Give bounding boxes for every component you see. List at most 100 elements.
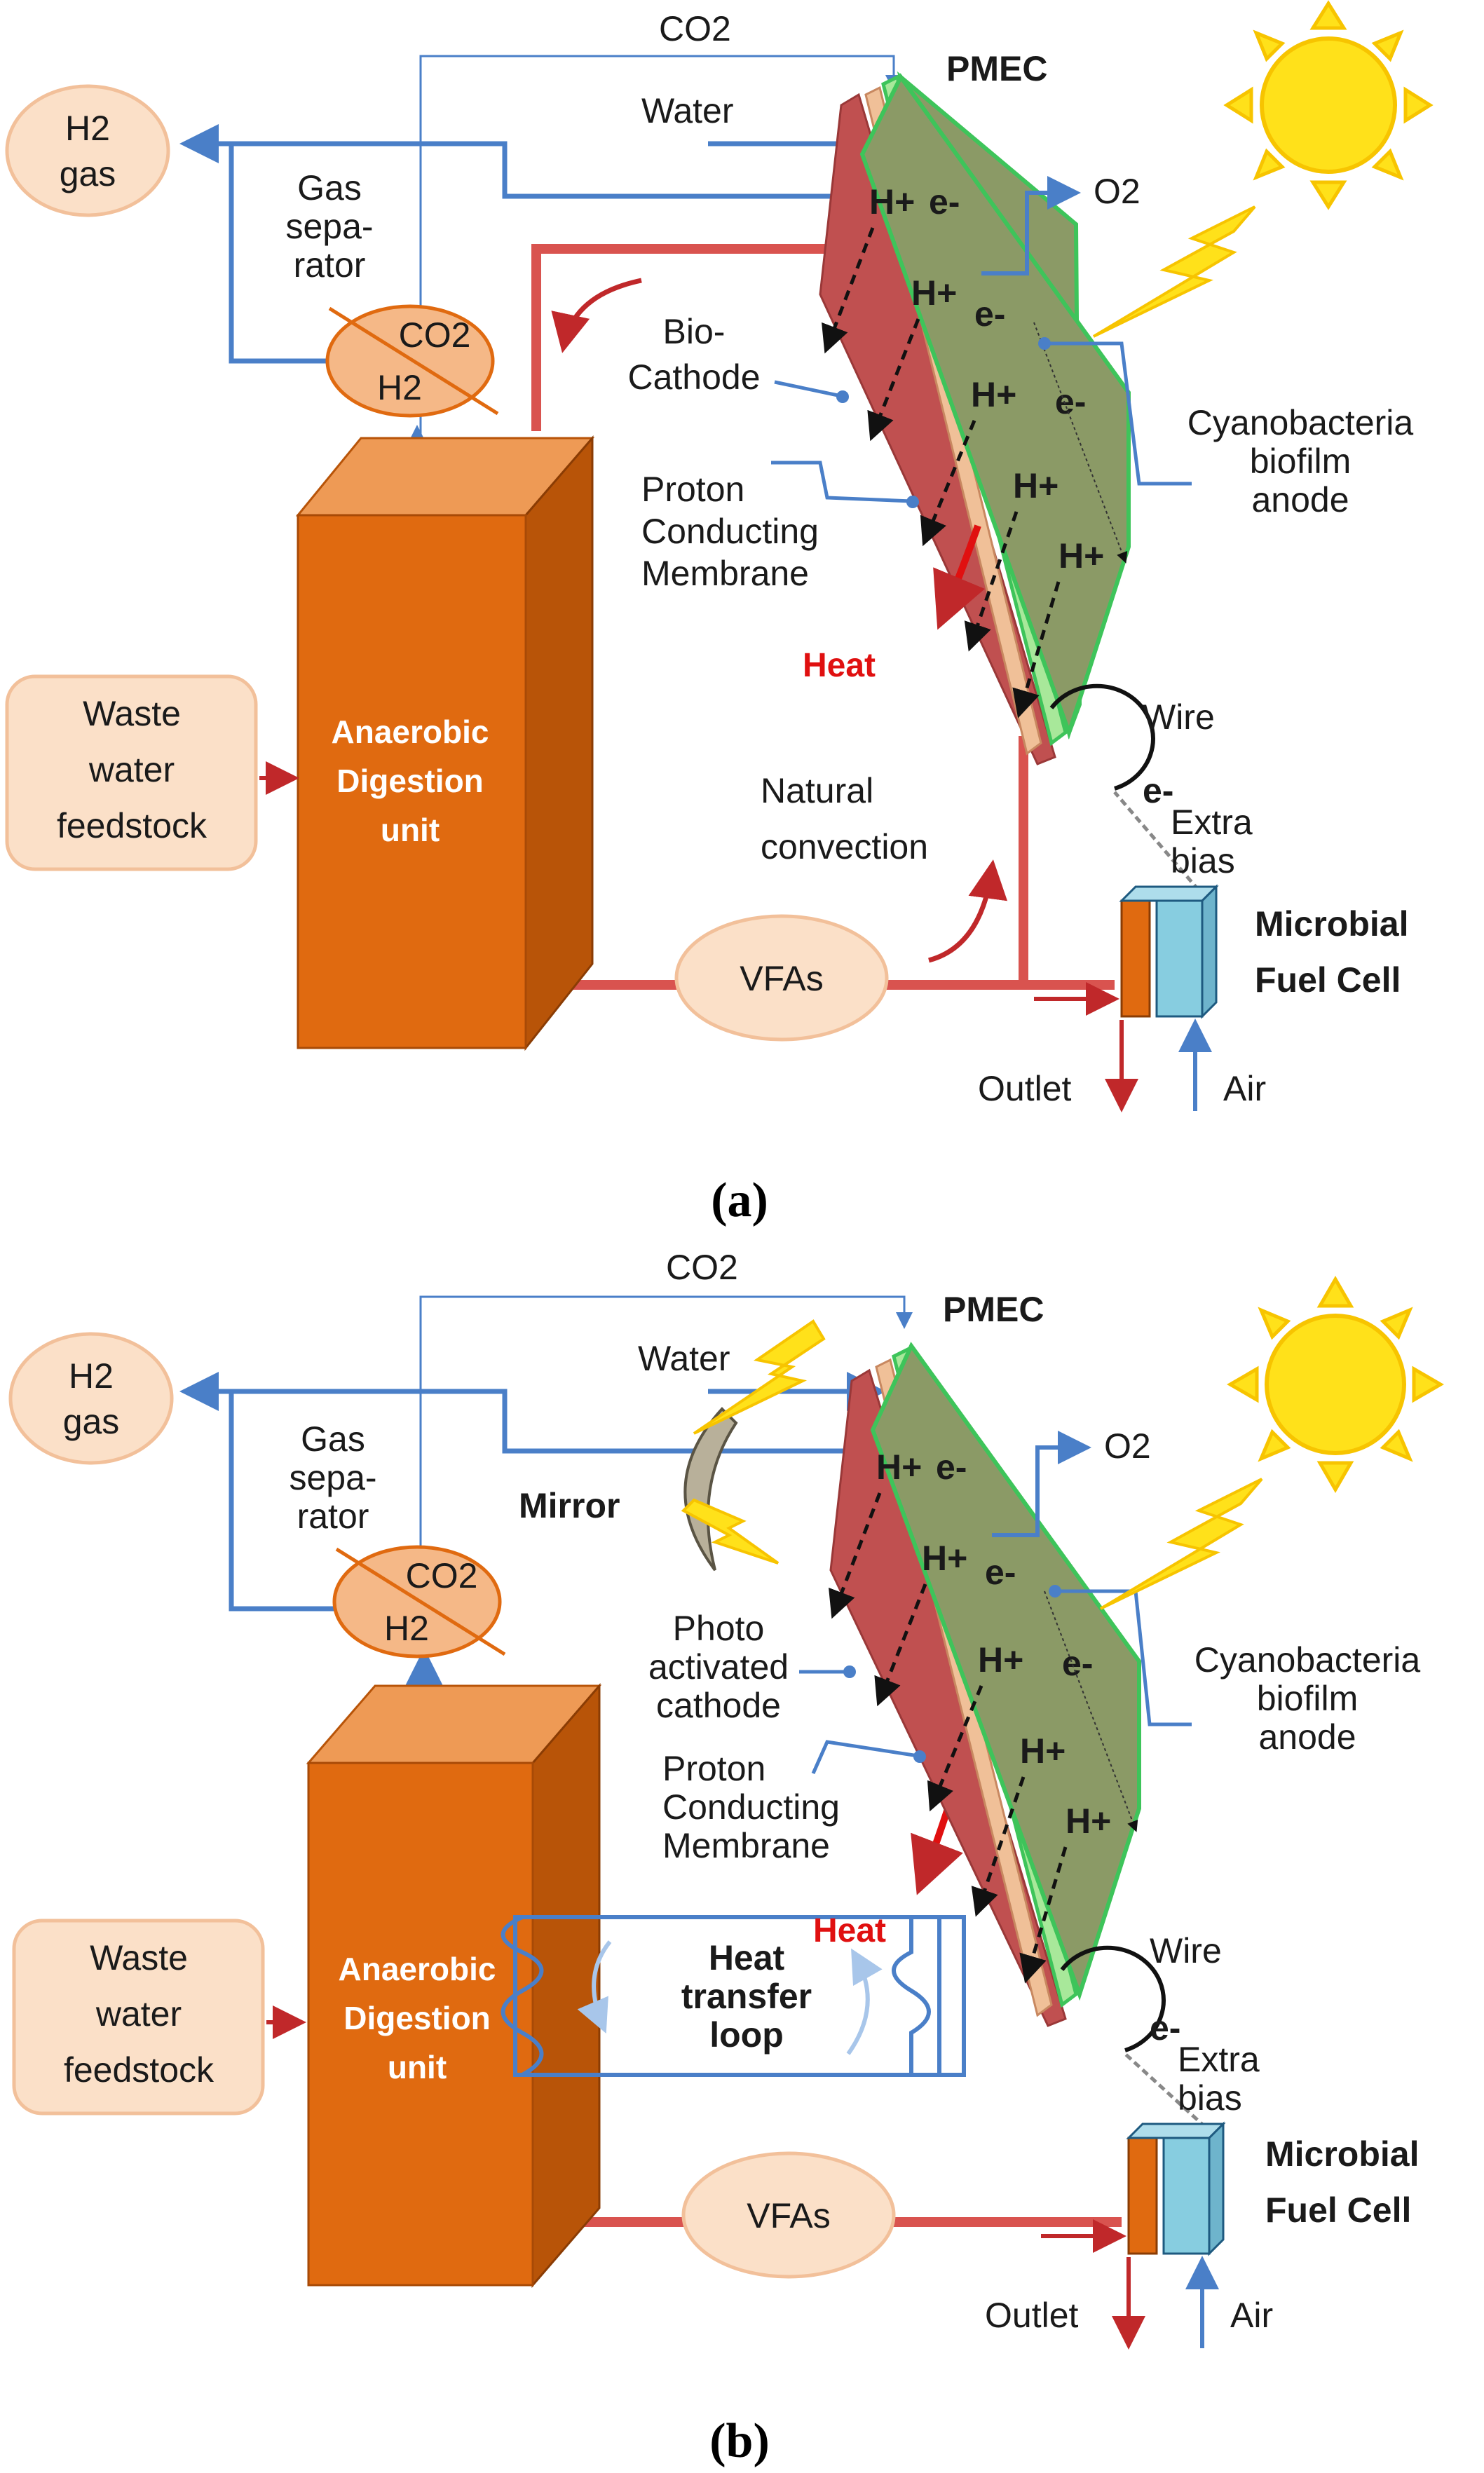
separator-slash	[335, 1547, 506, 1656]
bias-line	[1124, 2052, 1207, 2129]
cathode-pointer-dot	[843, 1665, 856, 1678]
sun-icon	[1223, 0, 1434, 210]
loop-coil-left	[501, 1915, 544, 2077]
heat-arrow	[933, 524, 985, 630]
waste-label-2: water	[95, 1994, 182, 2033]
cyano-label-2: biofilm	[1257, 1679, 1358, 1718]
water-label: Water	[641, 91, 734, 130]
ad-label-2: Digestion	[336, 763, 484, 799]
loop-label-3: loop	[709, 2015, 784, 2055]
gas-separator-label-2: sepa-	[289, 1458, 376, 1497]
air-label: Air	[1230, 2296, 1273, 2335]
mirror-icon	[683, 1407, 738, 1572]
vfas-node	[674, 914, 889, 1042]
o2-arrow	[992, 1431, 1091, 1537]
separator-h2: H2	[384, 1609, 429, 1648]
cyano-pointer-dot	[1049, 1585, 1061, 1597]
mfc-anode	[1127, 2137, 1158, 2255]
water-label: Water	[638, 1339, 730, 1378]
proton-label-3: Membrane	[641, 554, 809, 593]
mfc-side	[1208, 2121, 1225, 2256]
hplus-1: H+	[876, 1447, 922, 1487]
separator-line	[229, 144, 343, 364]
heat-label: Heat	[813, 1912, 886, 1949]
pmec-label: PMEC	[943, 1290, 1044, 1329]
mfc-label-2: Fuel Cell	[1265, 2191, 1411, 2230]
extra-label-1: Extra	[1178, 2040, 1260, 2079]
mirror-lightning-2	[681, 1498, 780, 1565]
proton-arrows	[829, 1492, 1068, 1984]
wire-electron: e-	[1150, 2008, 1180, 2048]
loop-flow-arrow-right	[846, 1948, 883, 2055]
separator-line	[229, 1391, 343, 1612]
ad-label-1: Anaerobic	[332, 714, 489, 750]
electron-1: e-	[936, 1447, 967, 1487]
panel-a: CO2 Water H2 gas Gas sepa- rator CO2 H2 …	[5, 0, 1434, 1227]
heat-label: Heat	[803, 647, 876, 684]
mfc-label-1: Microbial	[1265, 2134, 1419, 2174]
wire-loop	[1060, 1945, 1166, 2052]
h2-gas-node	[8, 1332, 174, 1465]
loop-coil-right	[892, 1917, 941, 2075]
proton-pointer-dot	[906, 496, 919, 508]
ad-side	[531, 1682, 601, 2289]
co2-line	[419, 1295, 913, 1651]
mfc-top	[1119, 885, 1219, 902]
proton-pointer	[811, 1740, 919, 1775]
pmec-label: PMEC	[946, 49, 1047, 88]
mfc-top	[1126, 2123, 1226, 2139]
waste-label-1: Waste	[83, 694, 181, 733]
hplus-2: H+	[911, 273, 957, 313]
loop-flow-arrow-left	[577, 1940, 612, 2034]
h2-gas-label-1: H2	[65, 109, 110, 148]
natural-convection-arrow	[928, 859, 1008, 963]
waste-label-3: feedstock	[64, 2050, 215, 2090]
cyano-pointer	[1055, 1589, 1192, 1726]
cyano-label-1: Cyanobacteria	[1194, 1640, 1421, 1680]
gas-separator-label-1: Gas	[301, 1419, 365, 1459]
panel-b: CO2 Water H2 gas Gas sepa- rator CO2 H2 …	[8, 1248, 1444, 2468]
vfas-node	[681, 2151, 896, 2279]
mfc-label-2: Fuel Cell	[1255, 960, 1401, 1000]
loop-label-1: Heat	[709, 1938, 785, 1977]
outlet-label: Outlet	[978, 1069, 1072, 1108]
proton-label-1: Proton	[641, 470, 744, 509]
h2-gas-label-1: H2	[69, 1356, 114, 1396]
bias-line	[1113, 791, 1200, 892]
air-label: Air	[1223, 1069, 1266, 1108]
natural-label-2: convection	[761, 827, 928, 866]
cyano-label-1: Cyanobacteria	[1187, 403, 1414, 442]
red-pipe-top	[531, 244, 834, 431]
co2-line	[419, 55, 902, 435]
mfc-side	[1201, 884, 1218, 1019]
hplus-4: H+	[1020, 1731, 1066, 1771]
h2-product-line	[179, 124, 873, 199]
hplus-5: H+	[1058, 536, 1104, 575]
cathode-pointer	[774, 380, 842, 398]
cyano-label-2: biofilm	[1250, 442, 1351, 481]
natural-label-1: Natural	[761, 771, 873, 810]
mfc-anode	[1120, 899, 1151, 1018]
waste-label-3: feedstock	[57, 806, 207, 845]
caption-b: (b)	[709, 2414, 770, 2468]
cathode-label-2: activated	[648, 1647, 789, 1687]
h2-gas-label-2: gas	[63, 1402, 120, 1441]
waste-water-box	[5, 674, 258, 871]
separator-co2: CO2	[406, 1556, 478, 1595]
ad-side	[524, 435, 594, 1051]
hplus-1: H+	[869, 182, 915, 222]
wire-electron: e-	[1143, 771, 1173, 810]
lightning-icon	[1099, 1478, 1263, 1610]
cyano-label-3: anode	[1258, 1717, 1356, 1757]
ad-front	[307, 1762, 534, 2287]
extra-label-1: Extra	[1171, 803, 1253, 842]
separator-slash	[328, 306, 499, 416]
proton-label-2: Conducting	[662, 1787, 840, 1827]
proton-pointer	[771, 461, 912, 503]
loop-label-2: transfer	[681, 1977, 812, 2016]
hplus-2: H+	[922, 1539, 967, 1578]
proton-label-3: Membrane	[662, 1826, 830, 1865]
cathode-label-1: Bio-	[663, 312, 726, 351]
circulation-arrow-top	[551, 278, 642, 353]
